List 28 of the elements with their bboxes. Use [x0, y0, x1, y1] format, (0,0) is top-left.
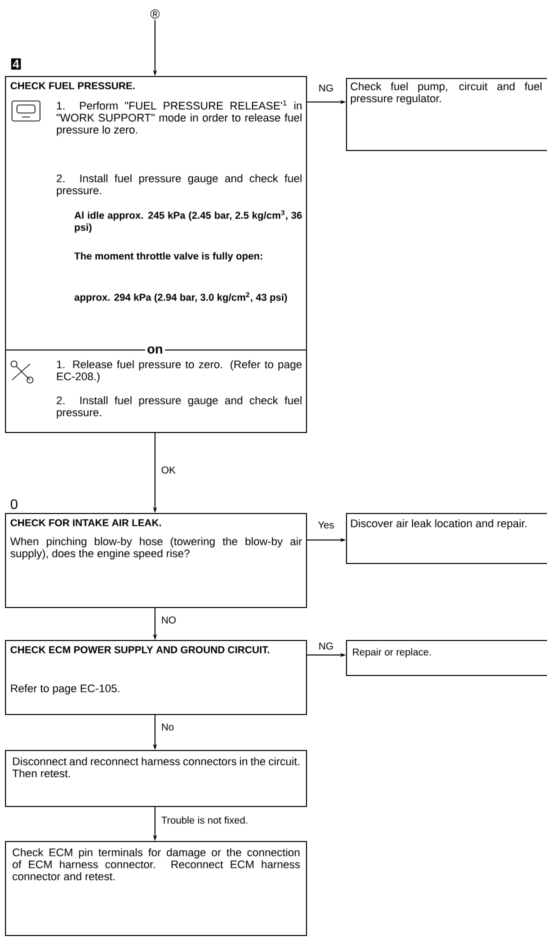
edge-label: NO — [160, 615, 178, 625]
edge-label: Trouble is not fixed. — [160, 815, 250, 825]
step-heading: CHECK FUEL PRESSURE. — [10, 82, 134, 90]
instruction-text: 2. Install fuel pressure gauge and check fuel pressure. — [56, 396, 302, 418]
spec-value: The moment throttle valve is fully open: — [74, 252, 262, 262]
step-number: 0 — [10, 499, 18, 510]
body-text: Repair or replace. — [353, 648, 431, 658]
step-heading: CHECK FOR INTAKE AIR LEAK. — [10, 519, 161, 526]
body-text: When pinching blow-by hose (towering the blow-by air supply), does the engine speed rise? — [10, 537, 302, 560]
instruction-text: 2. Install fuel pressure gauge and check fuel pressure. — [56, 174, 302, 196]
edge-label: NG — [318, 83, 334, 93]
edge-label: OK — [160, 465, 177, 475]
edge-label: No — [160, 722, 175, 732]
step-heading: CHECK ECM POWER SUPPLY AND GROUND CIRCUIT. — [10, 646, 270, 654]
edge-label: Yes — [316, 520, 336, 530]
connector-symbol: ® — [150, 9, 160, 19]
divider-label: on — [145, 344, 165, 356]
edge-label: NG — [318, 641, 334, 651]
spec-value: Al idle approx. 245 kPa (2.45 bar, 2.5 kg/cm$^{3}$, 36 psi) — [74, 210, 302, 233]
body-text: Disconnect and reconnect harness connectors in the circuit. Then retest. — [12, 757, 300, 778]
body-text: Check ECM pin terminals for damage or the connection of ECM harness connector. Reconnect ECM harness connector and retest. — [12, 848, 300, 880]
body-text: Check fuel pump, circuit and fuel pressure regulator. — [350, 82, 542, 104]
instruction-text: 1. Release fuel pressure to zero. (Refer to page EC-208.) — [57, 360, 302, 382]
spec-value: approx. 294 kPa (2.94 bar, 3.0 kg/cm$^{2}$, 43 psi) — [74, 292, 287, 303]
step-number: 4 — [11, 58, 21, 70]
body-text: Discover air leak location and repair. — [351, 519, 526, 530]
body-text: Refer to page EC-105. — [11, 684, 120, 694]
instruction-text: 1. Perform "FUEL PRESSURE RELEASE'$^{1}$ in "WORK SUPPORT" mode in order to release fuel pressure lo zero. — [56, 100, 302, 136]
